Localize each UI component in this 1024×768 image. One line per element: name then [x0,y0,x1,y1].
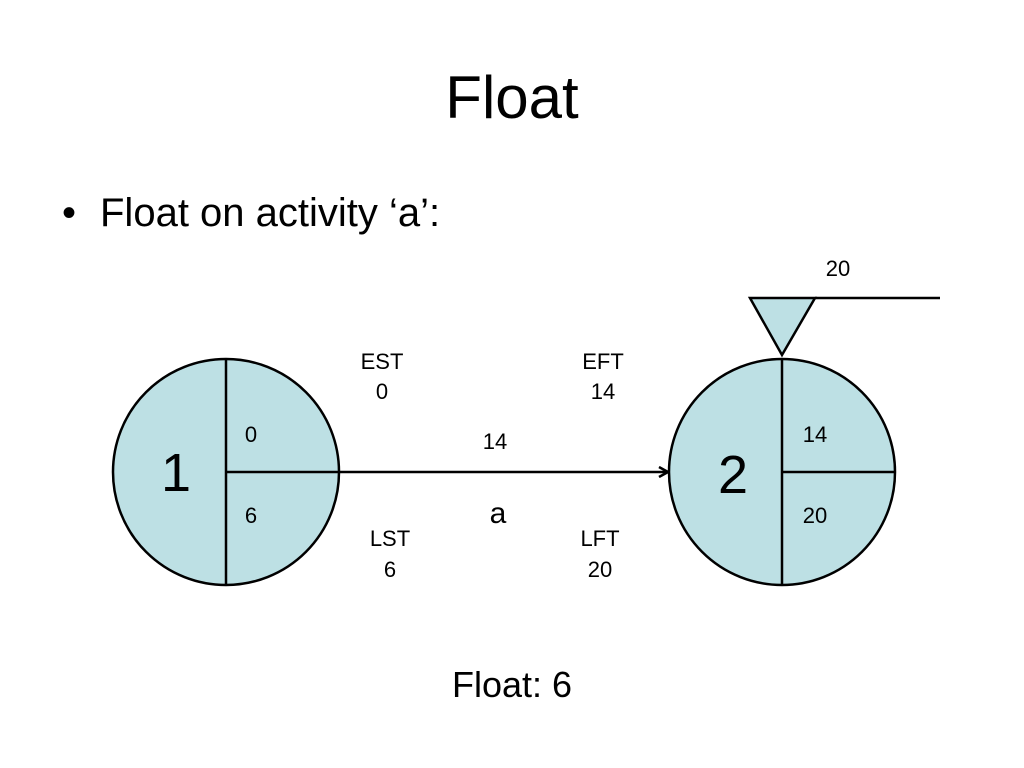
slide-title: Float [445,64,579,131]
node-1-id: 1 [161,443,191,503]
node-2-id: 2 [718,445,748,505]
node-1-bottom-value: 6 [245,503,257,528]
lft-label: LFT [580,526,619,551]
lst-value: 6 [384,557,396,582]
bullet-marker: • [62,191,77,235]
finish-triangle-marker [747,296,818,358]
activity-name: a [490,497,507,530]
node-2-top-value: 14 [803,422,827,447]
node-2: 2 14 20 [667,357,897,587]
eft-label: EFT [582,349,624,374]
node-2-bottom-value: 20 [803,503,827,528]
est-value: 0 [376,379,388,404]
est-label: EST [361,349,404,374]
lft-value: 20 [588,557,612,582]
finish-marker-value: 20 [826,256,850,281]
bullet-text: Float on activity ‘a’: [100,191,441,235]
bullet-point: • Float on activity ‘a’: [62,188,440,238]
node-1-top-value: 0 [245,422,257,447]
activity-duration: 14 [483,429,507,454]
lst-label: LST [370,526,410,551]
eft-value: 14 [591,379,615,404]
node-1: 1 0 6 [111,357,341,587]
float-result: Float: 6 [451,664,573,705]
